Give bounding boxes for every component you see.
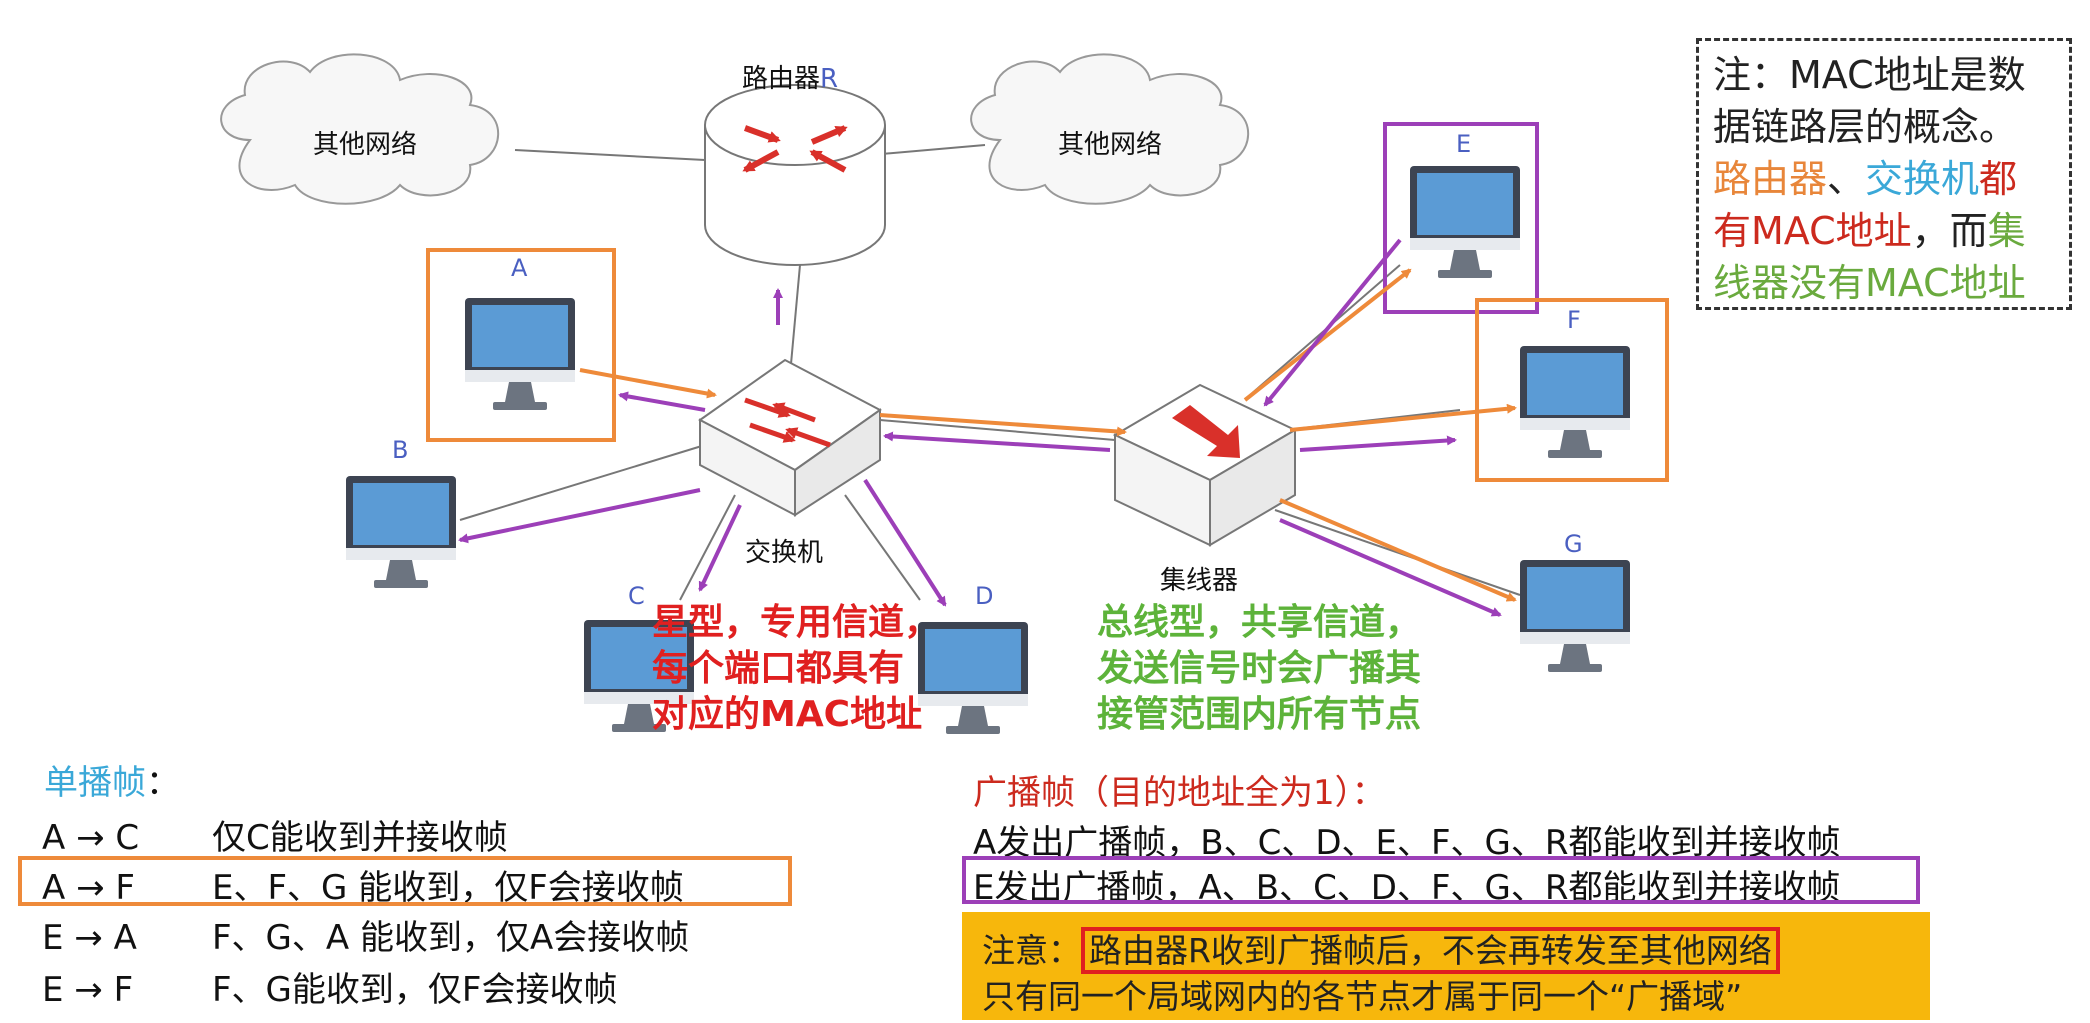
cloud-left [220, 53, 500, 205]
pc-a [465, 298, 575, 410]
broadcast-highlight-box [962, 856, 1920, 904]
box-f [1475, 298, 1669, 482]
router-label: 路由器R [742, 64, 839, 94]
hub-caption: 总线型，共享信道， 发送信号时会广播其 接管范围内所有节点 [1097, 602, 1422, 735]
mac-note-box: 注：MAC地址是数 据链路层的概念。 路由器、交换机都 有MAC地址，而集 线器… [1696, 38, 2072, 310]
warning-highlight: 路由器R收到广播帧后，不会再转发至其他网络 [1081, 927, 1780, 974]
box-a [426, 248, 616, 442]
pc-b [346, 476, 456, 588]
hub [1112, 383, 1298, 547]
broadcast-title: 广播帧（目的地址全为1）： [973, 773, 1386, 813]
warning-line1: 注意：路由器R收到广播帧后，不会再转发至其他网络 [982, 924, 1780, 974]
unicast-highlight-box [18, 856, 792, 906]
pc-g [1520, 560, 1630, 672]
pc-b-label: B [392, 436, 409, 464]
pc-f [1520, 346, 1630, 458]
cloud-left-label: 其他网络 [313, 130, 418, 160]
switch [698, 358, 882, 517]
pc-d-label: D [975, 582, 994, 610]
box-e [1383, 122, 1539, 314]
switch-caption: 星型，专用信道， 每个端口都具有 对应的MAC地址 [652, 602, 941, 735]
pc-g-label: G [1564, 530, 1583, 558]
cloud-right-label: 其他网络 [1058, 130, 1163, 160]
unicast-title: 单播帧： [44, 763, 180, 803]
pc-c-label: C [628, 582, 645, 610]
pc-f-label: F [1567, 306, 1581, 334]
router [704, 84, 886, 266]
pc-e-label: E [1456, 130, 1472, 158]
cloud-right [970, 53, 1250, 205]
warning-box: 注意：路由器R收到广播帧后，不会再转发至其他网络 只有同一个局域网内的各节点才属… [962, 912, 1930, 1020]
pc-a-label: A [511, 254, 528, 282]
warning-line2: 只有同一个局域网内的各节点才属于同一个“广播域” [982, 977, 1743, 1016]
switch-label: 交换机 [745, 538, 824, 568]
hub-label: 集线器 [1160, 566, 1239, 596]
pc-e [1410, 166, 1520, 278]
